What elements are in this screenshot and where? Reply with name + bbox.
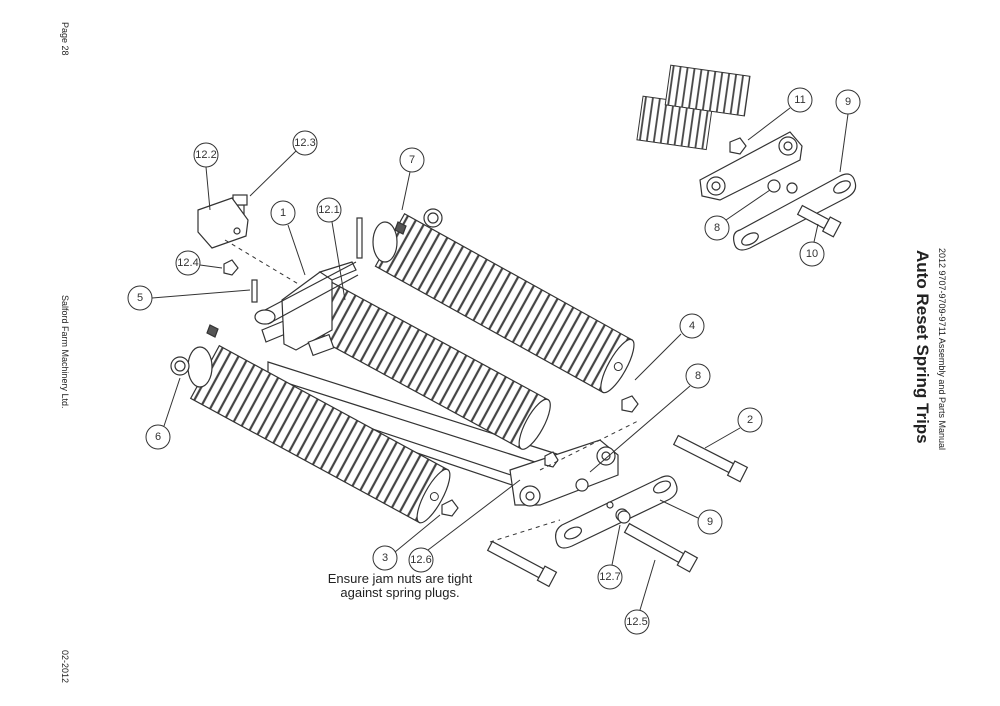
note-line-2: against spring plugs. bbox=[340, 585, 460, 600]
callout-12-5: 12.5 bbox=[626, 616, 647, 628]
callout-9: 9 bbox=[707, 516, 713, 528]
callout-labels: 1 2 3 4 5 6 7 8 9 10 11 8 9 12.1 12.2 12… bbox=[137, 94, 851, 628]
callout-5: 5 bbox=[137, 292, 143, 304]
callout-12-2: 12.2 bbox=[195, 149, 216, 161]
callout-4: 4 bbox=[689, 320, 695, 332]
callouts bbox=[127, 87, 861, 635]
callout-12-4: 12.4 bbox=[177, 257, 198, 269]
assembly-note: Ensure jam nuts are tight against spring… bbox=[300, 572, 500, 600]
callout-11: 11 bbox=[794, 94, 805, 106]
nuts-and-washers bbox=[170, 208, 639, 524]
callout-10: 10 bbox=[806, 248, 818, 260]
callout-7: 7 bbox=[409, 154, 415, 166]
callout-12-3: 12.3 bbox=[294, 137, 315, 149]
callout-12-6: 12.6 bbox=[410, 554, 431, 566]
spring-front bbox=[189, 344, 451, 524]
callout-12-7: 12.7 bbox=[599, 571, 620, 583]
callout-8-inset: 8 bbox=[714, 222, 720, 234]
callout-9-inset: 9 bbox=[845, 96, 851, 108]
callout-6: 6 bbox=[155, 431, 161, 443]
bolts bbox=[232, 194, 749, 588]
strap-bracket bbox=[197, 197, 249, 249]
callout-8: 8 bbox=[695, 370, 701, 382]
callout-1: 1 bbox=[280, 207, 286, 219]
callout-2: 2 bbox=[747, 414, 753, 426]
spring-collars bbox=[187, 221, 407, 388]
inset-view bbox=[636, 64, 857, 251]
assembly-lines bbox=[224, 239, 641, 543]
callout-12-1: 12.1 bbox=[318, 204, 339, 216]
trip-bracket bbox=[254, 261, 359, 357]
note-line-1: Ensure jam nuts are tight bbox=[327, 571, 473, 586]
callout-3: 3 bbox=[382, 552, 388, 564]
